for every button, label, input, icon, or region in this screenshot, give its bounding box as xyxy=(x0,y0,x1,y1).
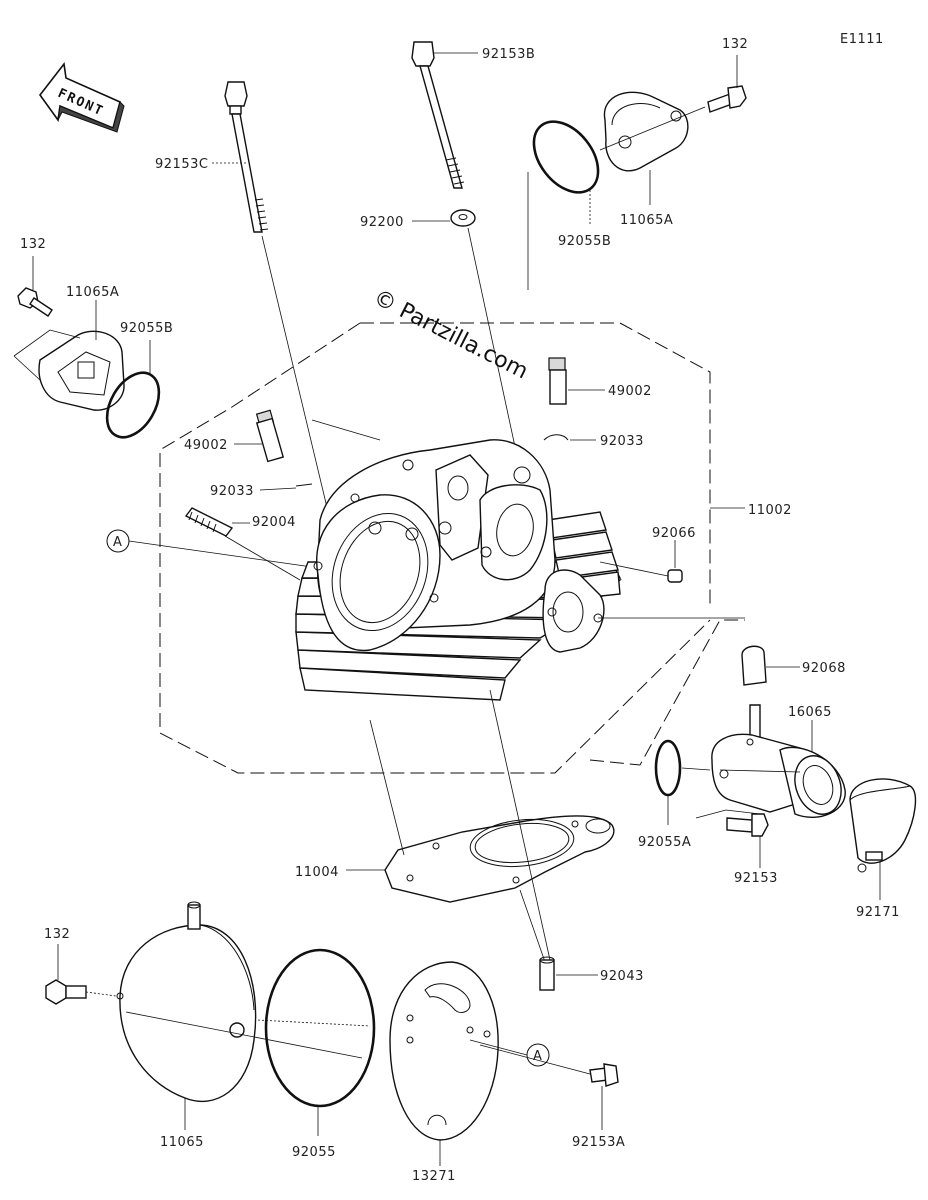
bolt-92153 xyxy=(695,809,769,868)
label-92055b-top: 92055B xyxy=(558,234,611,249)
partzilla-watermark: © Partzilla.com xyxy=(369,285,532,384)
label-132-top: 132 xyxy=(722,37,748,52)
label-92200: 92200 xyxy=(360,215,404,230)
cap-92066 xyxy=(599,540,683,583)
label-132-left: 132 xyxy=(20,237,46,252)
marker-a-left: A xyxy=(106,529,313,568)
bolt-132-top xyxy=(707,55,747,113)
label-11065a-top: 11065A xyxy=(620,213,673,228)
label-92004: 92004 xyxy=(252,515,296,530)
label-92068: 92068 xyxy=(802,661,846,676)
marker-a-left-text: A xyxy=(113,535,122,550)
label-16065: 16065 xyxy=(788,705,832,720)
label-132-bottom: 132 xyxy=(44,927,70,942)
cover-11065 xyxy=(116,901,363,1130)
cover-11065a-left xyxy=(13,300,125,411)
o-ring-92055 xyxy=(257,948,376,1136)
clip-92033-right xyxy=(543,434,596,441)
cylinder-head-11002 xyxy=(295,439,622,701)
bolt-132-left xyxy=(17,256,53,317)
o-ring-92055b-top xyxy=(527,120,600,290)
intake-pipe-16065 xyxy=(711,704,846,819)
label-92153a: 92153A xyxy=(572,1135,625,1150)
bolt-92153a xyxy=(589,1063,619,1130)
cap-92068 xyxy=(741,645,800,686)
label-92055a: 92055A xyxy=(638,835,691,850)
label-92153: 92153 xyxy=(734,871,778,886)
label-92153b: 92153B xyxy=(482,47,535,62)
label-49002-right: 49002 xyxy=(608,384,652,399)
label-92153c: 92153C xyxy=(155,157,208,172)
dowel-92043 xyxy=(539,956,598,991)
valve-guide-49002-left xyxy=(234,409,285,463)
label-49002-left: 49002 xyxy=(184,438,228,453)
o-ring-92055a xyxy=(654,739,711,825)
gasket-11004 xyxy=(346,689,615,963)
label-92055: 92055 xyxy=(292,1145,336,1160)
marker-a-bottom-text: A xyxy=(533,1049,542,1064)
stud-92004 xyxy=(184,507,301,581)
label-13271: 13271 xyxy=(412,1169,456,1184)
label-11065a-left: 11065A xyxy=(66,285,119,300)
label-11065: 11065 xyxy=(160,1135,204,1150)
bolt-92153c xyxy=(212,81,331,521)
clip-92033-left xyxy=(259,483,313,491)
label-92043: 92043 xyxy=(600,969,644,984)
label-92066: 92066 xyxy=(652,526,696,541)
clamp-92171 xyxy=(849,778,917,900)
label-92033-left: 92033 xyxy=(210,484,254,499)
label-11002: 11002 xyxy=(748,503,792,518)
label-92033-right: 92033 xyxy=(600,434,644,449)
assembly-boundary xyxy=(159,322,745,774)
bolt-92153b xyxy=(411,41,478,189)
o-ring-92055b-left xyxy=(105,340,161,439)
label-11004: 11004 xyxy=(295,865,339,880)
cover-plate-13271 xyxy=(389,961,499,1166)
front-arrow-icon: FRONT xyxy=(39,62,125,133)
diagram-code: E1111 xyxy=(840,32,884,47)
washer-92200 xyxy=(412,209,521,471)
marker-a-bottom: A xyxy=(469,1039,591,1075)
label-92171: 92171 xyxy=(856,905,900,920)
cover-11065a-top xyxy=(599,91,706,205)
valve-guide-49002-right xyxy=(548,357,605,405)
label-92055b-left: 92055B xyxy=(120,321,173,336)
bolt-132-bottom xyxy=(45,944,117,1005)
